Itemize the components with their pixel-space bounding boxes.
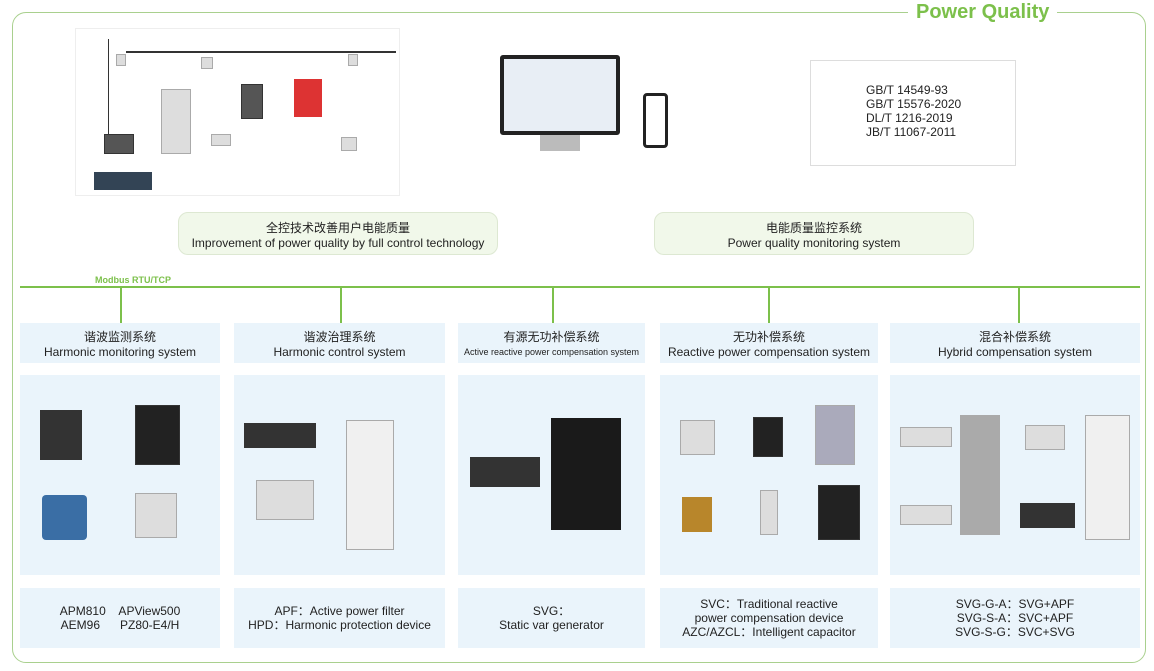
box-en: Power quality monitoring system (727, 236, 901, 250)
monitoring-system-box: 电能质量监控系统 Power quality monitoring system (654, 212, 974, 255)
product-images (458, 375, 645, 575)
box-cn: 全控技术改善用户电能质量 (265, 221, 410, 235)
outer-frame (12, 12, 1146, 663)
product-images (20, 375, 220, 575)
product-images (890, 375, 1140, 575)
en: Harmonic control system (273, 345, 406, 359)
monitor-icon (500, 55, 620, 135)
modbus-line (20, 286, 1140, 288)
standard: DL/T 1216-2019 (866, 111, 953, 125)
standard: JB/T 11067-2011 (866, 125, 957, 139)
phone-icon (643, 93, 668, 148)
standard: GB/T 15576-2020 (866, 97, 962, 111)
page-title: Power Quality (908, 1, 1058, 24)
en: Active reactive power compensation syste… (463, 347, 640, 357)
cn: 谐波监测系统 (83, 330, 156, 344)
system-header-active-reactive: 有源无功补偿系统 Active reactive power compensati… (458, 323, 645, 363)
cn: 无功补偿系统 (732, 330, 805, 344)
product-images (660, 375, 878, 575)
en: Reactive power compensation system (667, 345, 871, 359)
system-desc: SVG：Static var generator (458, 588, 645, 648)
cn: 有源无功补偿系统 (503, 330, 600, 344)
standard: GB/T 14549-93 (866, 83, 948, 97)
en: Hybrid compensation system (937, 345, 1093, 359)
full-control-box: 全控技术改善用户电能质量 Improvement of power qualit… (178, 212, 498, 255)
box-cn: 电能质量监控系统 (765, 221, 862, 235)
en: Harmonic monitoring system (43, 345, 197, 359)
cn: 混合补偿系统 (978, 330, 1051, 344)
box-en: Improvement of power quality by full con… (191, 236, 485, 250)
single-line-diagram (75, 28, 400, 196)
bus-label: Modbus RTU/TCP (95, 275, 171, 285)
product-images (234, 375, 445, 575)
standards-box: GB/T 14549-93 GB/T 15576-2020 DL/T 1216-… (810, 60, 1016, 166)
cn: 谐波治理系统 (303, 330, 376, 344)
